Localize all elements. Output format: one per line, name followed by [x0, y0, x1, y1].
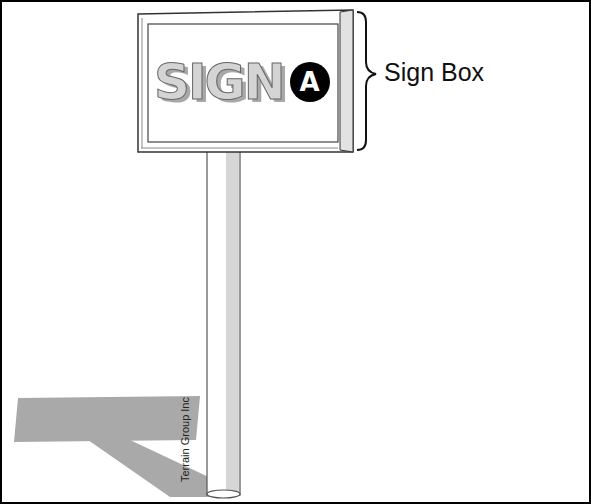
sign-text: SIGN: [154, 53, 284, 111]
frame-line: [141, 148, 338, 149]
company-text: Terrain Group Inc: [179, 397, 191, 482]
sign-letter-circle: A: [290, 62, 330, 102]
sign-panel: [148, 24, 338, 142]
sign-frame: [138, 10, 353, 152]
sign-box: SIGN A: [150, 30, 336, 134]
part-label: Sign Box: [384, 58, 484, 87]
sign-depth: [340, 10, 353, 152]
frame-line: [142, 18, 143, 148]
sign-shadow: [14, 396, 200, 442]
post-shade: [226, 150, 239, 495]
sign-text: A: [299, 67, 319, 97]
post: [207, 150, 240, 495]
bracket: [357, 12, 376, 150]
sign-post: Terrain Group Inc: [207, 150, 240, 495]
post-shadow: [88, 440, 215, 497]
post-base: [207, 490, 240, 498]
